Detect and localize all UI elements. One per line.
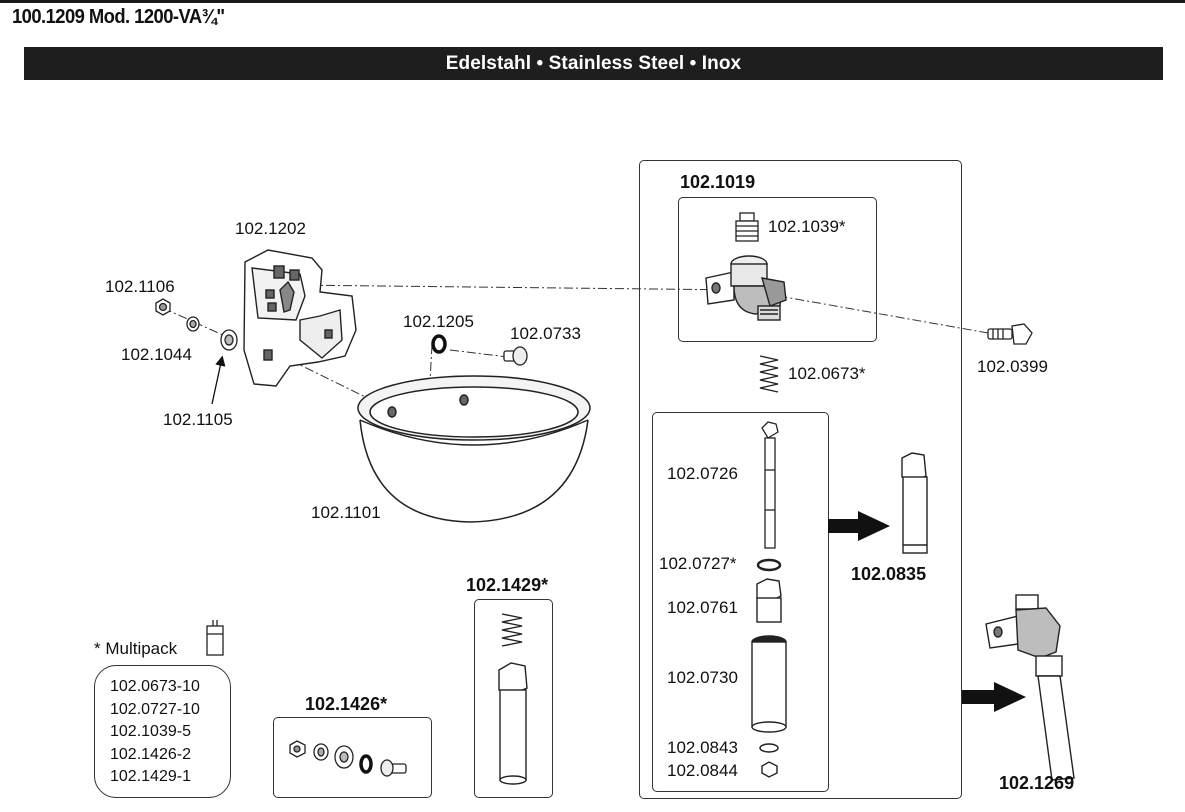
kit-1429-drawing [498,613,528,785]
valve-group-outer-box [639,160,962,799]
valve-body-drawing [705,255,787,321]
washer-1044-drawing [186,316,200,332]
kit-1429-box [474,599,553,798]
plug-1039-drawing [735,212,759,242]
screw-0399-drawing [987,323,1033,345]
nut-0761-drawing [756,578,782,623]
label-spring-0673: 102.0673* [788,364,866,383]
label-bracket: 102.1202 [235,219,306,238]
label-sleeve-0730: 102.0730 [667,668,738,687]
label-washer-1044: 102.1044 [121,345,192,364]
label-assembly-1269: 102.1269 [999,773,1075,793]
screw-0733-drawing [503,346,528,366]
material-bar-text: Edelstahl • Stainless Steel • Inox [445,52,742,74]
label-screw-0733: 102.0733 [510,324,581,343]
multipack-item: 102.1426-2 [110,745,191,763]
multipack-title: * Multipack [94,639,178,658]
sleeve-0730-drawing [751,635,787,733]
label-kit-1426: 102.1426* [305,694,388,714]
seal-0727-drawing [756,558,782,572]
label-bowl: 102.1101 [311,503,381,522]
spring-0673-drawing [759,355,779,393]
washer-0843-drawing [759,743,779,753]
top-rule [0,0,1185,3]
nut-0844-drawing [761,761,778,778]
arrow-to-0835 [828,511,890,541]
label-pin-0726: 102.0726 [667,464,738,483]
label-valve-body-group: 102.1019 [680,172,756,192]
nut-1106-drawing [155,298,171,316]
multipack-box-icon [206,620,224,656]
kit-1426-drawing [289,740,407,777]
label-oring-1205: 102.1205 [403,312,474,331]
oring-1205-drawing [431,334,447,354]
pin-0726-drawing [761,421,779,549]
multipack-box [94,665,231,798]
kit-1426-box [273,717,432,798]
multipack-item: 102.0673-10 [110,678,200,695]
material-bar: Edelstahl • Stainless Steel • Inox [24,47,1163,80]
bracket-drawing [243,249,357,387]
label-washer-1105: 102.1105 [163,410,233,429]
label-nut-0761: 102.0761 [667,598,738,617]
valve-body-box [678,197,877,342]
multipack-item: 102.1039-5 [110,723,191,740]
bowl-drawing [357,375,591,523]
label-assembly-0835: 102.0835 [851,564,927,584]
label-washer-0843: 102.0843 [667,738,738,757]
label-kit-1429: 102.1429* [466,575,549,595]
multipack-item: 102.1429-1 [110,768,191,785]
assembly-0835-drawing [901,452,928,554]
arrow-to-1269 [962,682,1026,712]
model-title: 100.1209 Mod. 1200-VA¾" [12,6,225,28]
multipack-list: 102.0673-10 102.0727-10 102.1039-5 102.1… [110,676,200,789]
assembly-1269-drawing [985,594,1075,781]
arrow-1105 [211,355,226,405]
label-nut-1106: 102.1106 [105,277,175,296]
label-nut-0844: 102.0844 [667,761,738,780]
valve-internals-box [652,412,829,792]
label-seal-0727: 102.0727* [659,554,737,573]
washer-1105-drawing [220,329,238,351]
multipack-item: 102.0727-10 [110,700,200,718]
label-plug-1039: 102.1039* [768,217,846,236]
label-screw-0399: 102.0399 [977,357,1048,376]
